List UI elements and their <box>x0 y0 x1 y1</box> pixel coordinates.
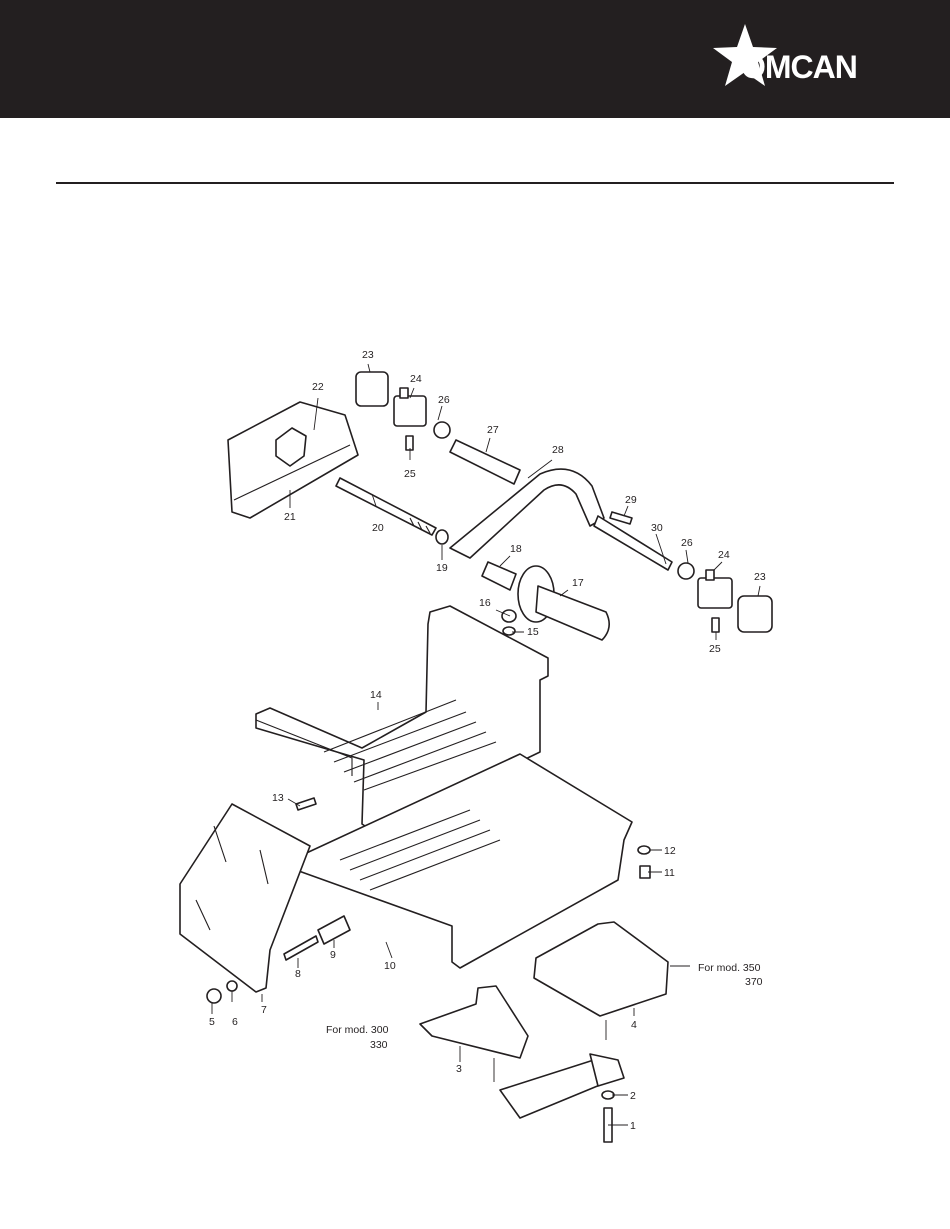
part-roller <box>318 916 350 944</box>
label-23: 23 <box>362 349 374 361</box>
label-5: 5 <box>209 1016 215 1028</box>
page-header: OMCAN <box>0 0 950 118</box>
label-1: 1 <box>630 1120 636 1132</box>
part-sleeve <box>450 440 520 484</box>
label-25-right: 25 <box>709 643 721 655</box>
part-threaded-rod <box>336 478 436 535</box>
label-24-right: 24 <box>718 549 730 561</box>
label-3: 3 <box>456 1063 462 1075</box>
part-bracket-300 <box>420 986 528 1058</box>
label-2: 2 <box>630 1090 636 1102</box>
part-handle-arm <box>450 469 604 558</box>
label-22: 22 <box>312 381 324 393</box>
note-mod-300: For mod. 300 <box>326 1024 389 1036</box>
part-small-pin <box>296 798 316 810</box>
part-knob-small <box>207 989 221 1003</box>
label-24: 24 <box>410 373 422 385</box>
label-27: 27 <box>487 424 499 436</box>
brand-name: OMCAN <box>741 49 857 85</box>
label-19: 19 <box>436 562 448 574</box>
label-8: 8 <box>295 968 301 980</box>
label-13: 13 <box>272 792 284 804</box>
part-spring <box>284 936 318 960</box>
part-washer-right <box>638 846 650 854</box>
header-divider <box>56 182 894 184</box>
label-7: 7 <box>261 1004 267 1016</box>
label-26-right: 26 <box>681 537 693 549</box>
label-11: 11 <box>664 867 675 879</box>
part-knob-top <box>356 372 450 450</box>
label-4: 4 <box>631 1019 637 1031</box>
label-12: 12 <box>664 845 676 857</box>
part-bush <box>482 562 516 590</box>
label-17: 17 <box>572 577 584 589</box>
part-washer <box>436 530 448 544</box>
label-16: 16 <box>479 597 491 609</box>
label-21: 21 <box>284 511 296 523</box>
parts-diagram: 1 2 3 4 5 6 7 8 9 10 11 12 13 14 15 16 1… <box>0 330 950 1160</box>
label-30: 30 <box>651 522 663 534</box>
label-9: 9 <box>330 949 336 961</box>
part-pin <box>610 512 632 524</box>
label-23-right: 23 <box>754 571 766 583</box>
label-6: 6 <box>232 1016 238 1028</box>
part-washer-small <box>227 981 237 991</box>
note-mod-370: 370 <box>745 976 763 988</box>
label-15: 15 <box>527 626 539 638</box>
label-28: 28 <box>552 444 564 456</box>
omcan-logo: OMCAN <box>705 22 905 97</box>
label-29: 29 <box>625 494 637 506</box>
label-20: 20 <box>372 522 384 534</box>
label-14: 14 <box>370 689 382 701</box>
note-mod-350: For mod. 350 <box>698 962 761 974</box>
label-18: 18 <box>510 543 522 555</box>
label-26: 26 <box>438 394 450 406</box>
part-side-plate <box>228 402 358 518</box>
part-glass-guard <box>180 804 310 992</box>
label-10: 10 <box>384 960 396 972</box>
note-mod-330: 330 <box>370 1039 388 1051</box>
part-bracket-350 <box>534 922 668 1016</box>
label-25: 25 <box>404 468 416 480</box>
